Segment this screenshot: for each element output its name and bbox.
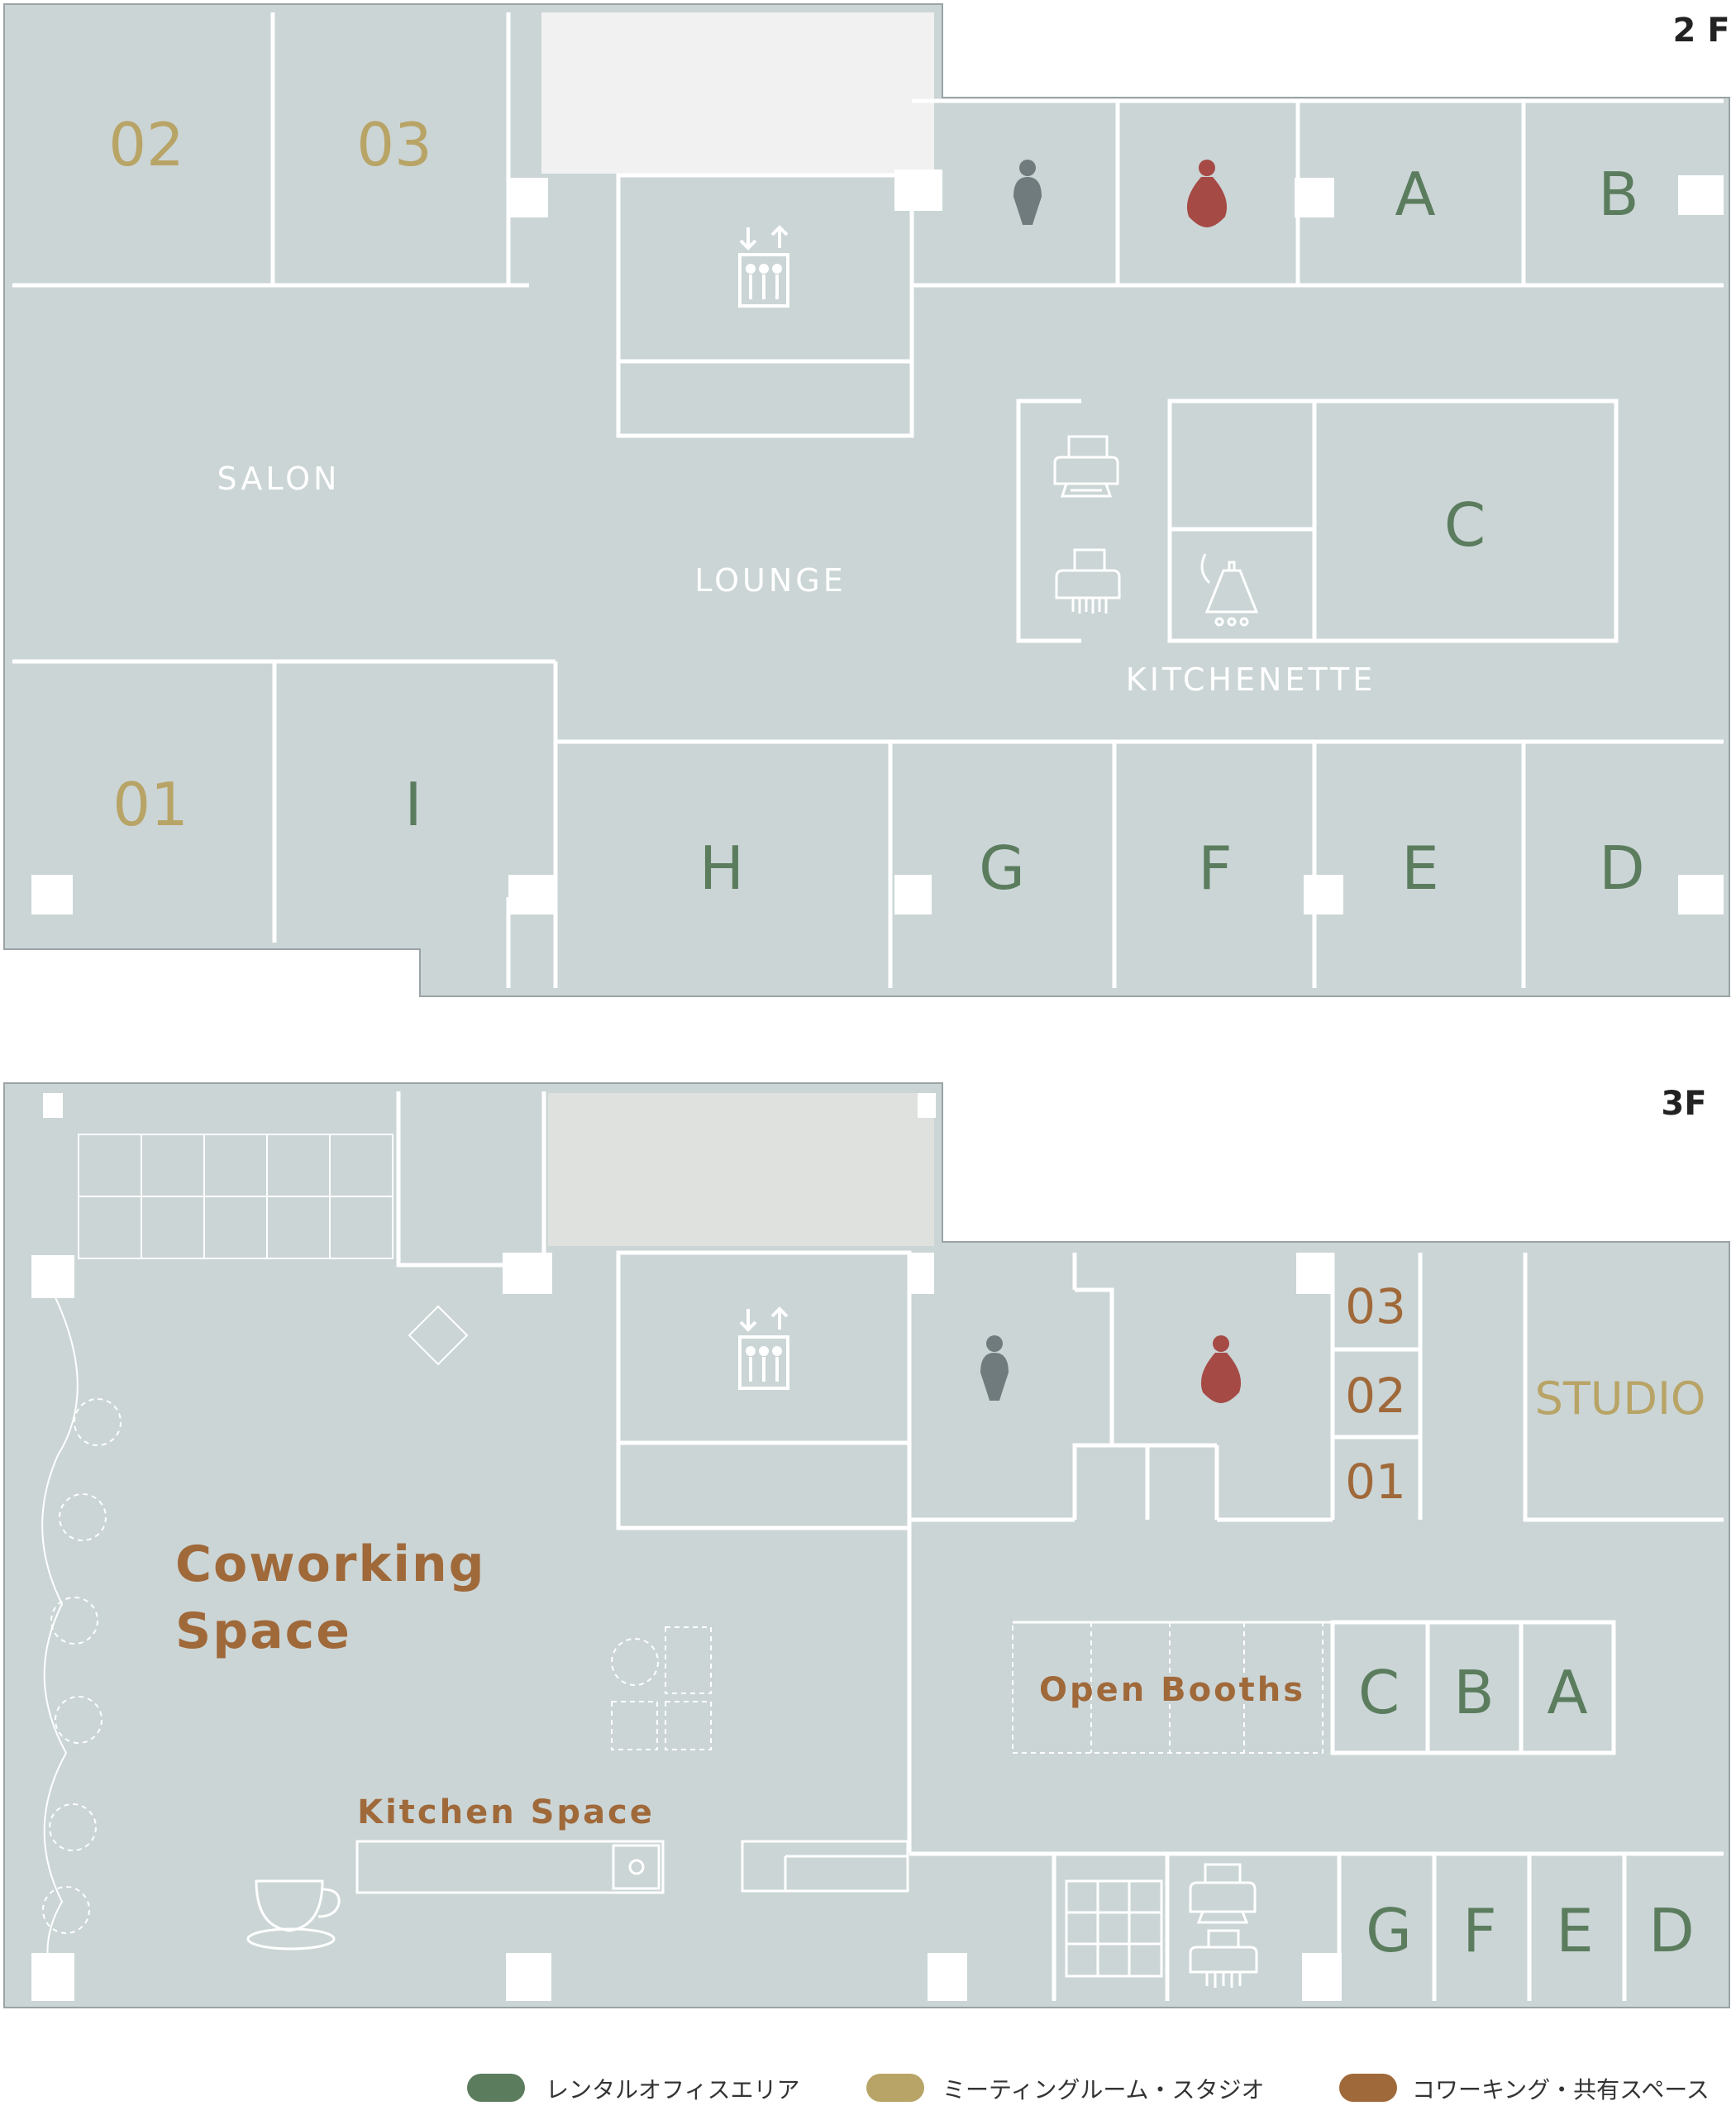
floor-3f: 03 02 01 STUDIO C B A G F E D Open Booth… (3, 1082, 1730, 2008)
curtain-3f (41, 1293, 122, 2000)
female-toilet-icon (1200, 1335, 1242, 1403)
office-e-3f: E (1556, 1896, 1594, 1965)
office-f-3f: F (1462, 1896, 1496, 1965)
legend-label-meeting: ミーティングルーム・スタジオ (942, 2076, 1264, 2103)
floor-tag-2f: 2 F (1672, 12, 1729, 50)
meeting-room-03: 03 (356, 110, 432, 179)
office-f-2f: F (1198, 833, 1232, 903)
locker-icon (1065, 1879, 1163, 1978)
kitchen-space-label: Kitchen Space (357, 1793, 655, 1831)
shredder-icon (1055, 548, 1121, 614)
shredder-icon (1189, 1929, 1258, 1988)
kitchen-counter (355, 1840, 909, 1894)
female-toilet-icon (1186, 160, 1228, 227)
office-a-3f: A (1547, 1658, 1587, 1727)
columns-3f (31, 1093, 1342, 2001)
office-a-2f: A (1395, 160, 1435, 229)
elevator-icon (738, 1306, 789, 1390)
stair-void-2f (541, 12, 934, 174)
legend-item-coworking: コワーキング・共有スペース (1339, 2074, 1710, 2103)
studio-label: STUDIO (1535, 1373, 1706, 1425)
kettle-icon (1200, 553, 1259, 627)
office-g-2f: G (979, 833, 1025, 903)
booth-03: 03 (1345, 1278, 1406, 1335)
lounge-label: LOUNGE (694, 562, 846, 599)
salon-label: SALON (217, 461, 341, 497)
elevator-icon (738, 225, 789, 308)
columns-2f (31, 170, 1724, 914)
coworking-label-line1: Coworking (175, 1535, 486, 1593)
booth-01: 01 (1345, 1454, 1406, 1510)
meeting-room-02: 02 (108, 110, 184, 179)
kitchenette-label: KITCHENETTE (1126, 661, 1376, 698)
office-i-2f: I (404, 770, 422, 839)
printer-icon (1189, 1863, 1257, 1924)
legend-item-meeting: ミーティングルーム・スタジオ (866, 2074, 1264, 2103)
walls-2f (12, 12, 1724, 988)
office-h-2f: H (699, 833, 744, 903)
meeting-room-01: 01 (112, 770, 188, 839)
office-d-3f: D (1648, 1896, 1694, 1965)
legend: レンタルオフィスエリア ミーティングルーム・スタジオ コワーキング・共有スペース (467, 2074, 1710, 2103)
office-c-3f: C (1358, 1658, 1400, 1727)
floor-2f: 02 03 01 A B C I H G F E D SALON LOUNGE … (3, 3, 1730, 997)
office-d-2f: D (1599, 833, 1644, 903)
booth-02: 02 (1345, 1368, 1406, 1424)
open-booths-label: Open Booths (1039, 1671, 1305, 1709)
coffee-cup-icon (246, 1879, 341, 1950)
male-toilet-icon (1013, 160, 1042, 225)
floor-tag-3f: 3F (1661, 1085, 1706, 1123)
furniture-3f (408, 1305, 1323, 1754)
legend-label-coworking: コワーキング・共有スペース (1412, 2076, 1710, 2103)
coworking-label-line2: Space (175, 1602, 351, 1660)
legend-label-rental: レンタルオフィスエリア (546, 2076, 799, 2103)
male-toilet-icon (980, 1335, 1009, 1401)
floor-3f-slab (3, 1082, 1730, 2008)
printer-icon (1053, 435, 1119, 498)
legend-item-rental: レンタルオフィスエリア (467, 2074, 799, 2103)
office-b-3f: B (1453, 1658, 1494, 1727)
office-e-2f: E (1401, 833, 1439, 903)
office-b-2f: B (1598, 160, 1638, 229)
stair-void-3f (548, 1093, 934, 1246)
office-g-3f: G (1366, 1896, 1412, 1965)
office-c-2f: C (1444, 490, 1486, 560)
